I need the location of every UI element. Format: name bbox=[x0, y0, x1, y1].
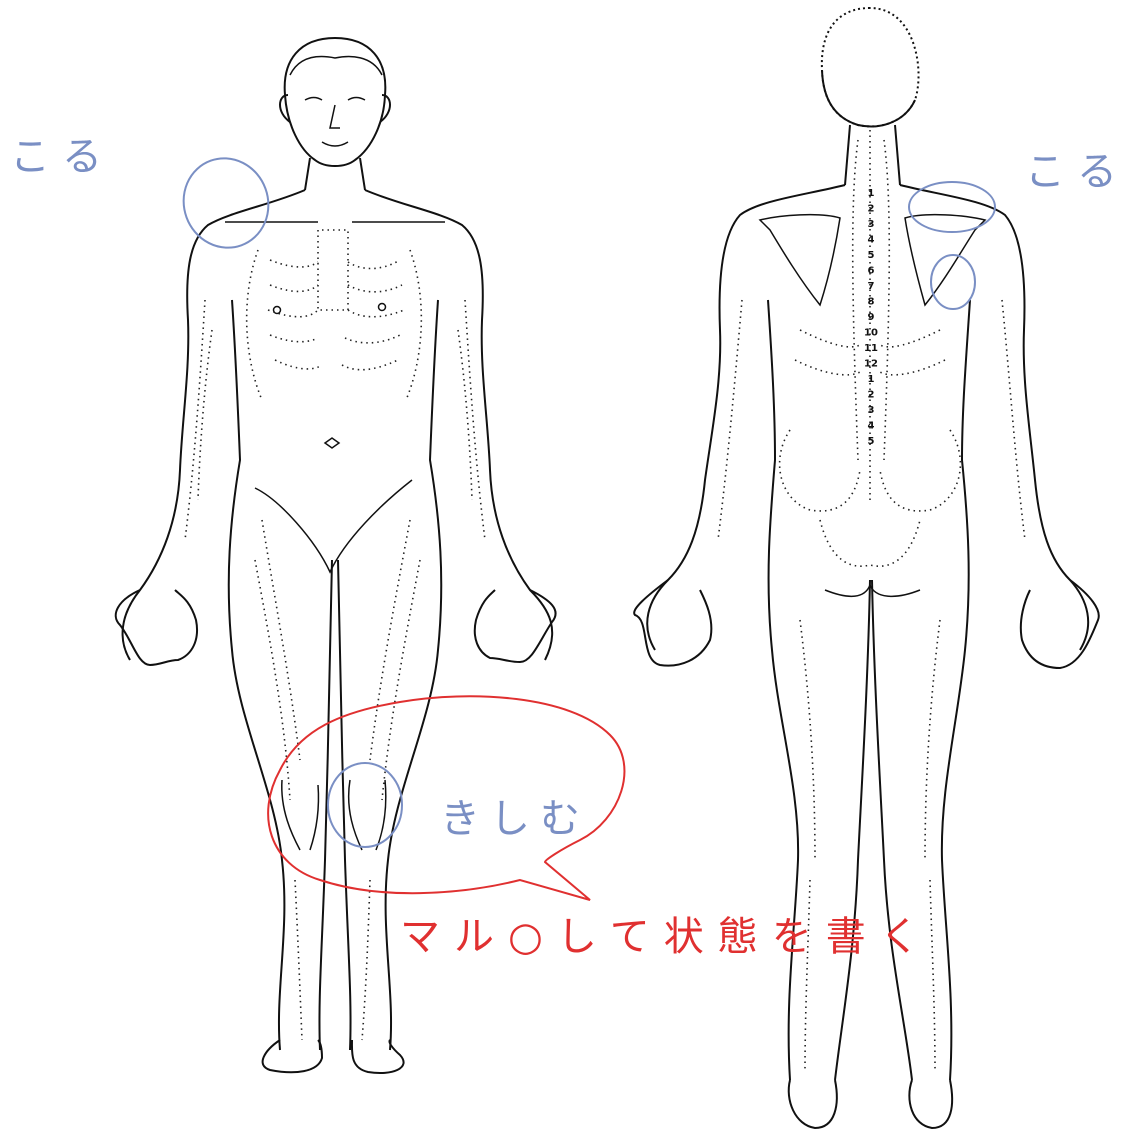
vertebra-label: 1 bbox=[868, 188, 875, 199]
vertebra-label: 2 bbox=[868, 390, 875, 401]
front-nipple-right bbox=[379, 304, 386, 311]
vertebra-label: 5 bbox=[868, 250, 875, 261]
front-mouth bbox=[322, 142, 348, 146]
front-hair bbox=[290, 57, 382, 75]
front-navel bbox=[325, 438, 339, 448]
vertebra-label: 4 bbox=[868, 235, 875, 246]
front-head bbox=[285, 38, 386, 166]
back-shoulder-circle bbox=[909, 182, 995, 232]
back-hand-left bbox=[634, 580, 711, 666]
vertebra-label: 1 bbox=[868, 374, 875, 385]
knee-note: きしむ bbox=[440, 796, 590, 842]
vertebra-label: 11 bbox=[864, 343, 878, 354]
front-hand-left bbox=[116, 590, 197, 665]
vertebra-label: 2 bbox=[868, 204, 875, 215]
front-eye-right bbox=[348, 98, 365, 101]
back-head-solid bbox=[822, 70, 915, 126]
back-foot-right bbox=[909, 1080, 952, 1128]
vertebra-label: 9 bbox=[868, 312, 875, 323]
vertebra-label: 4 bbox=[868, 421, 875, 432]
back-head bbox=[822, 8, 919, 126]
front-hand-right bbox=[475, 590, 556, 662]
front-neck bbox=[305, 158, 365, 190]
back-scapula-left bbox=[760, 215, 840, 305]
front-groin bbox=[255, 480, 412, 572]
front-foot-right bbox=[352, 1040, 404, 1073]
front-shoulder-note: こる bbox=[10, 134, 114, 180]
front-knees bbox=[282, 780, 386, 850]
back-foot-left bbox=[789, 1080, 837, 1128]
vertebra-label: 10 bbox=[864, 328, 878, 339]
instruction-text: マル○して状態を書く bbox=[400, 914, 934, 960]
back-hand-right bbox=[1021, 580, 1099, 668]
vertebra-label: 8 bbox=[868, 297, 875, 308]
vertebra-label: 3 bbox=[868, 405, 875, 416]
back-neck bbox=[845, 125, 900, 185]
front-nose bbox=[330, 105, 340, 128]
vertebra-label: 6 bbox=[868, 266, 875, 277]
vertebra-label: 3 bbox=[868, 219, 875, 230]
vertebra-label: 5 bbox=[868, 436, 875, 447]
vertebra-label: 7 bbox=[868, 281, 875, 292]
back-scapula-circle bbox=[931, 255, 975, 309]
front-eye-left bbox=[305, 98, 322, 101]
front-foot-left bbox=[263, 1040, 322, 1072]
front-knee-circle bbox=[328, 763, 402, 847]
back-shoulder-note: こる bbox=[1025, 149, 1129, 195]
vertebra-label: 12 bbox=[864, 359, 878, 370]
front-shoulder-circle bbox=[171, 146, 281, 259]
